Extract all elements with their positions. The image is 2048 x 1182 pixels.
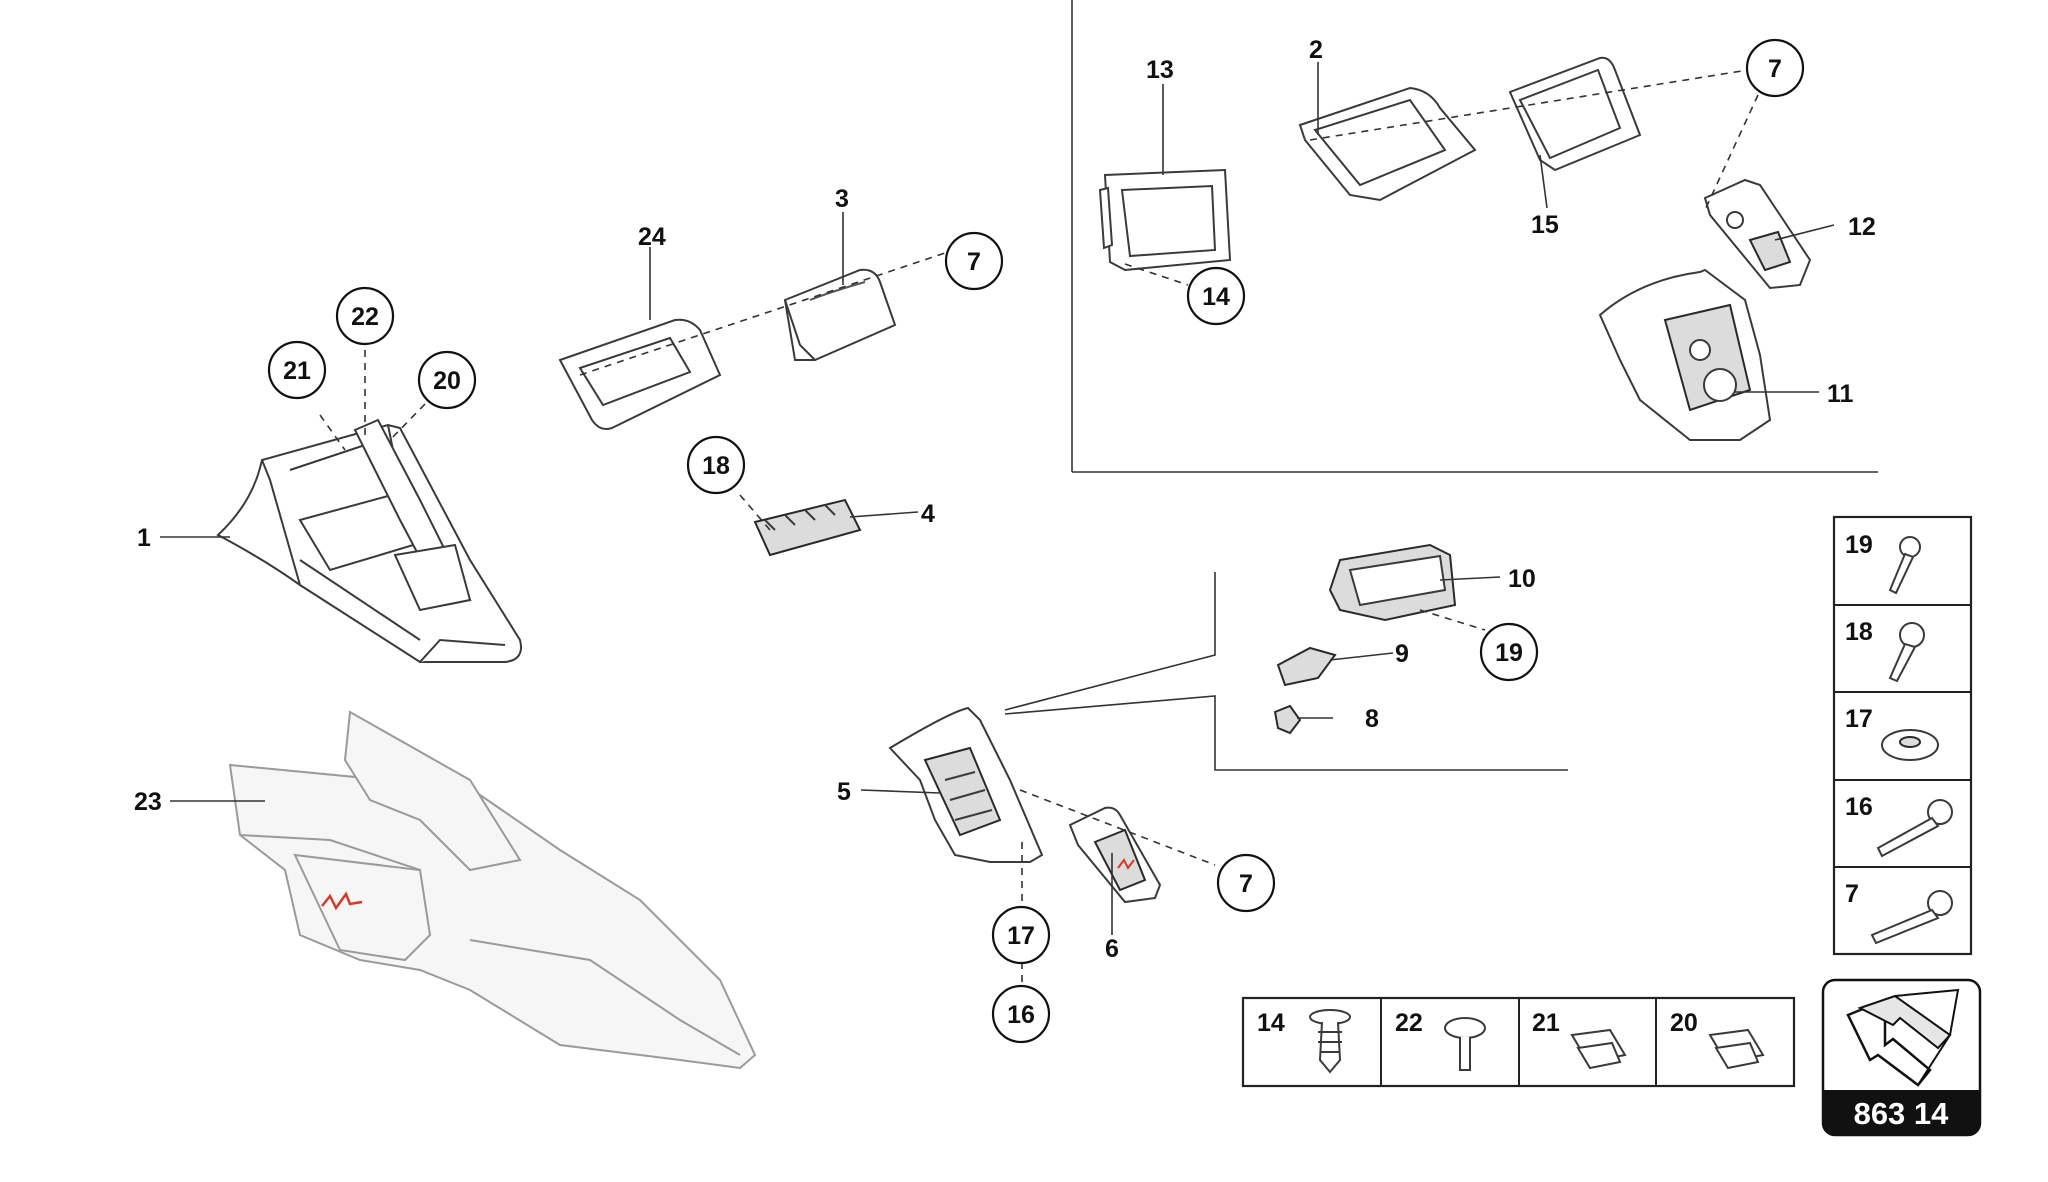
label-part-2: 2 [1309, 36, 1323, 64]
push-rivet-icon [1309, 1009, 1351, 1074]
dashed-connectors [319, 69, 1759, 985]
svg-text:7: 7 [1239, 870, 1253, 898]
fastener-label-21: 21 [1532, 1009, 1560, 1037]
svg-text:18: 18 [702, 452, 730, 480]
part-8-switch [1273, 704, 1302, 735]
svg-text:20: 20 [433, 367, 461, 395]
part-12-cover-plate [1703, 178, 1812, 290]
part-labels: 1 23 24 3 4 5 6 8 9 10 11 12 13 2 15 [134, 36, 1876, 963]
callout-circle-21: 21 [267, 340, 327, 400]
part-11-control-panel [1598, 268, 1772, 441]
svg-text:19: 19 [1495, 639, 1523, 667]
part-5-console-module [888, 706, 1044, 863]
callout-circle-14: 14 [1186, 266, 1246, 326]
screw-icon [1888, 536, 1921, 595]
label-part-10: 10 [1508, 565, 1536, 593]
part-9-switch [1276, 646, 1337, 687]
label-part-15: 15 [1531, 211, 1559, 239]
part-4-switch-module [753, 498, 862, 557]
svg-text:14: 14 [1202, 283, 1230, 311]
label-part-13: 13 [1146, 56, 1174, 84]
callout-circle-16: 16 [991, 984, 1051, 1044]
fastener-column-table: 19 18 17 16 7 [1832, 515, 1973, 956]
svg-text:22: 22 [351, 303, 379, 331]
svg-text:21: 21 [283, 357, 311, 385]
part-10-switch-panel [1328, 543, 1457, 622]
svg-text:7: 7 [967, 248, 981, 276]
push-rivet-icon [1444, 1017, 1486, 1071]
clip-nut-icon [1708, 1028, 1765, 1070]
bolt-icon [1870, 890, 1953, 945]
label-part-24: 24 [638, 223, 666, 251]
fastener-label-20: 20 [1670, 1009, 1698, 1037]
label-part-4: 4 [921, 500, 935, 528]
part-3-display-bezel [783, 268, 897, 361]
part-6-trim-plate [1068, 806, 1162, 904]
part-15-display-unit [1508, 56, 1642, 172]
part-1-console-tunnel [216, 418, 522, 663]
circled-callouts: 21 22 20 7 18 14 7 19 [267, 38, 1805, 1044]
leader-lines [160, 62, 1835, 935]
fastener-label-17: 17 [1845, 705, 1873, 733]
callout-circle-22: 22 [335, 286, 395, 346]
part-24-bezel [558, 318, 722, 430]
fastener-label-18: 18 [1845, 618, 1873, 646]
page-reference-badge[interactable]: 863 14 [1821, 978, 1982, 1137]
label-part-1: 1 [137, 524, 151, 552]
callout-circle-7-lower: 7 [1216, 853, 1276, 913]
label-part-9: 9 [1395, 640, 1409, 668]
fastener-label-22: 22 [1395, 1009, 1423, 1037]
screw-icon [1888, 622, 1925, 683]
part-23-console-assembly [228, 710, 757, 1070]
callout-circle-7: 7 [944, 231, 1004, 291]
svg-text:16: 16 [1007, 1001, 1035, 1029]
fastener-label-16: 16 [1845, 793, 1873, 821]
group-frame [1004, 0, 1878, 771]
arrow-forward-icon [1846, 988, 1960, 1087]
label-part-6: 6 [1105, 935, 1119, 963]
part-13-display [1098, 168, 1232, 272]
label-part-12: 12 [1848, 213, 1876, 241]
fastener-row-table: 14 22 21 20 [1241, 996, 1796, 1088]
svg-text:7: 7 [1768, 55, 1782, 83]
label-part-11: 11 [1827, 380, 1854, 408]
callout-circle-19: 19 [1479, 622, 1539, 682]
svg-text:17: 17 [1007, 922, 1035, 950]
fastener-label-19: 19 [1845, 531, 1873, 559]
part-2-display-frame [1298, 86, 1477, 202]
callout-circle-7-top: 7 [1745, 38, 1805, 98]
fastener-label-7: 7 [1845, 880, 1859, 908]
callout-circle-18: 18 [686, 435, 746, 495]
clip-nut-icon [1570, 1028, 1627, 1070]
label-part-8: 8 [1365, 705, 1379, 733]
callout-circle-17: 17 [991, 905, 1051, 965]
label-part-5: 5 [837, 778, 851, 806]
fastener-label-14: 14 [1257, 1009, 1285, 1037]
bolt-icon [1876, 799, 1953, 858]
callout-circle-20: 20 [417, 350, 477, 410]
badge-label: 863 14 [1854, 1096, 1950, 1131]
label-part-3: 3 [835, 185, 849, 213]
washer-icon [1881, 729, 1939, 761]
label-part-23: 23 [134, 788, 162, 816]
